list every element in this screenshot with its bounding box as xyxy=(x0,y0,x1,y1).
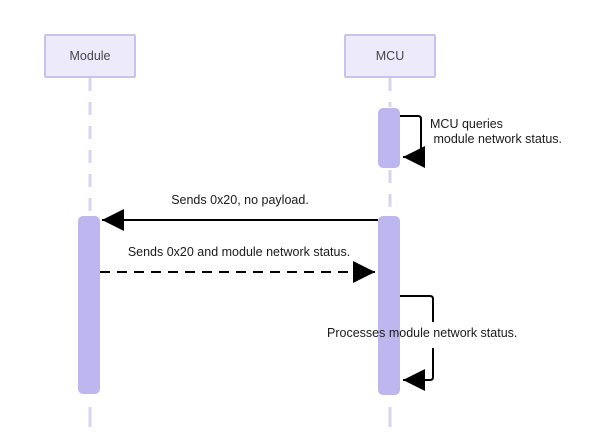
message-label-sends-0x20-no-payload: Sends 0x20, no payload. xyxy=(171,193,309,207)
message-label-mcu-queries-line2: module network status. xyxy=(430,132,563,146)
message-label-sends-0x20-status: Sends 0x20 and module network status. xyxy=(127,245,351,259)
participant-label-module: Module xyxy=(69,49,111,63)
self-message-arrow-processes-top xyxy=(400,295,434,322)
self-message-arrow-mcu-queries xyxy=(400,115,425,168)
self-message-arrow-processes-bottom xyxy=(403,348,434,391)
activation-bar-mcu-1 xyxy=(378,108,400,168)
message-label-mcu-queries-line1: MCU queries xyxy=(430,117,503,131)
activation-bar-module xyxy=(78,216,100,394)
participant-label-mcu: MCU xyxy=(375,49,405,63)
message-label-processes-status: Processes module network status. xyxy=(327,326,518,340)
message-label-mcu-queries: MCU queries module network status. xyxy=(430,117,562,147)
activation-bar-mcu-2 xyxy=(378,216,400,395)
participant-box-module: Module xyxy=(44,34,136,78)
participant-box-mcu: MCU xyxy=(344,34,436,78)
